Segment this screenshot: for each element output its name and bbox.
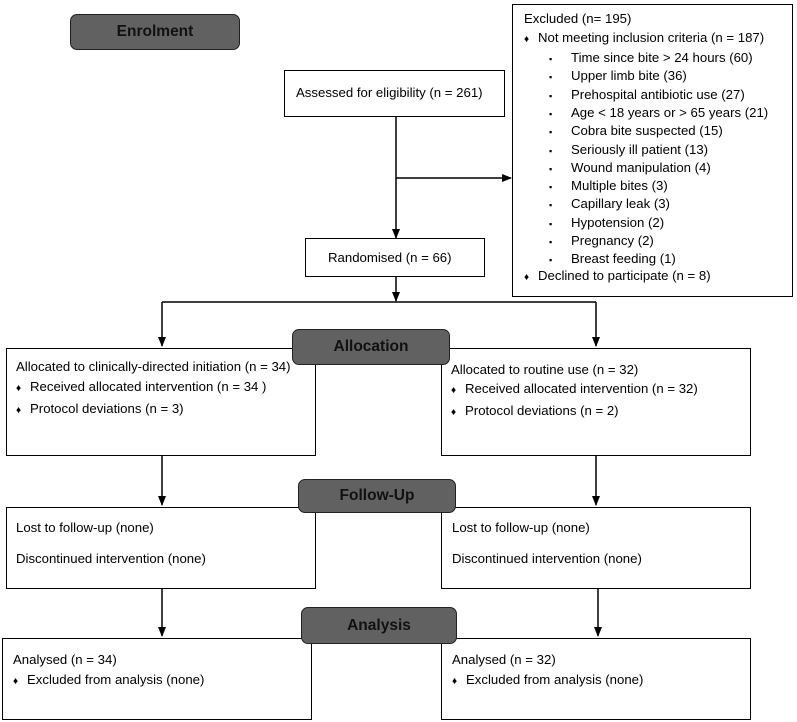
deviations-text: Protocol deviations (n = 3): [30, 401, 184, 416]
exclusion-reason-item: ▪ Seriously ill patient (13): [549, 141, 708, 159]
followup-right-discontinued: Discontinued intervention (none): [452, 551, 642, 566]
square-bullet-icon: ▪: [549, 237, 553, 247]
exclusion-reason-item: ▪ Time since bite > 24 hours (60): [549, 49, 753, 67]
not-meeting-criteria: ♦ Not meeting inclusion criteria (n = 187…: [524, 29, 764, 47]
followup-right-lost: Lost to follow-up (none): [452, 520, 590, 535]
not-meeting-text: Not meeting inclusion criteria (n = 187): [538, 30, 765, 45]
assessed-box: Assessed for eligibility (n = 261): [284, 70, 505, 117]
exclusion-reason-text: Seriously ill patient (13): [571, 141, 709, 157]
declined: ♦ Declined to participate (n = 8): [524, 267, 711, 285]
allocation-right-title: Allocated to routine use (n = 32): [451, 362, 639, 377]
excluded-title: Excluded (n= 195): [524, 11, 632, 26]
square-bullet-icon: ▪: [549, 145, 553, 156]
diamond-bullet-icon: ♦: [13, 676, 19, 687]
diamond-bullet-icon: ♦: [16, 383, 22, 394]
square-bullet-icon: ▪: [549, 127, 553, 138]
randomised-text: Randomised (n = 66): [328, 250, 452, 265]
square-bullet-icon: ▪: [549, 72, 553, 83]
assessed-text: Assessed for eligibility (n = 261): [296, 85, 483, 100]
exclusion-reason-item: ▪ Multiple bites (3): [549, 177, 668, 195]
square-bullet-icon: ▪: [549, 255, 553, 266]
analysis-right-analysed: Analysed (n = 32): [452, 652, 556, 667]
diamond-bullet-icon: ♦: [451, 385, 457, 396]
exclusion-reason-item: ▪ Breast feeding (1): [549, 250, 676, 268]
exclusion-reason-item: ▪ Pregnancy (2): [549, 232, 654, 250]
square-bullet-icon: ▪: [549, 218, 553, 229]
exclusion-reason-text: Capillary leak (3): [571, 196, 670, 212]
allocation-right-received: ♦ Received allocated intervention (n = 32…: [451, 380, 698, 398]
analysis-right-excluded: ♦ Excluded from analysis (none): [452, 671, 643, 689]
analysis-left-analysed: Analysed (n = 34): [13, 652, 117, 667]
declined-text: Declined to participate (n = 8): [538, 268, 711, 283]
excluded-box: Excluded (n= 195) ♦ Not meeting inclusion…: [512, 4, 793, 297]
exclusion-reason-item: ▪ Age < 18 years or > 65 years (21): [549, 104, 768, 122]
diamond-bullet-icon: ♦: [524, 272, 530, 283]
allocation-right-box: Allocated to routine use (n = 32) ♦ Recei…: [441, 348, 751, 456]
allocation-left-received: ♦ Received allocated intervention (n = 34…: [16, 378, 266, 396]
followup-left-lost: Lost to follow-up (none): [16, 520, 154, 535]
exclusion-reason-text: Wound manipulation (4): [571, 159, 711, 175]
exclusion-reason-item: ▪ Cobra bite suspected (15): [549, 122, 723, 140]
stage-enrolment: Enrolment: [70, 14, 240, 50]
exclusion-reason-text: Cobra bite suspected (15): [571, 123, 723, 139]
exclusion-reason-item: ▪ Capillary leak (3): [549, 195, 670, 213]
allocation-left-deviations: ♦ Protocol deviations (n = 3): [16, 400, 184, 418]
followup-right-box: Lost to follow-up (none) Discontinued in…: [441, 507, 751, 589]
exclusion-reason-text: Breast feeding (1): [571, 251, 676, 267]
stage-followup: Follow-Up: [298, 479, 456, 513]
received-text: Received allocated intervention (n = 34 …: [30, 379, 267, 394]
exclusion-reason-item: ▪ Hypotension (2): [549, 214, 664, 232]
exclusion-reason-item: ▪ Wound manipulation (4): [549, 159, 711, 177]
analysis-left-excluded: ♦ Excluded from analysis (none): [13, 671, 204, 689]
exclusion-reason-text: Time since bite > 24 hours (60): [571, 50, 753, 65]
analysis-right-box: Analysed (n = 32) ♦ Excluded from analysi…: [441, 638, 751, 720]
exclusion-reason-text: Pregnancy (2): [571, 233, 654, 248]
exclusion-reason-item: ▪ Upper limb bite (36): [549, 67, 687, 85]
square-bullet-icon: ▪: [549, 54, 553, 64]
excluded-analysis-text: Excluded from analysis (none): [27, 672, 205, 687]
allocation-left-title: Allocated to clinically-directed initiat…: [16, 359, 291, 374]
randomised-box: Randomised (n = 66): [305, 238, 485, 277]
exclusion-reason-text: Upper limb bite (36): [571, 68, 687, 84]
stage-allocation: Allocation: [292, 329, 450, 365]
diamond-bullet-icon: ♦: [451, 407, 457, 418]
analysis-left-box: Analysed (n = 34) ♦ Excluded from analysi…: [2, 638, 312, 720]
square-bullet-icon: ▪: [549, 163, 553, 174]
received-text: Received allocated intervention (n = 32): [465, 381, 698, 396]
followup-left-discontinued: Discontinued intervention (none): [16, 551, 206, 566]
exclusion-reason-text: Age < 18 years or > 65 years (21): [571, 104, 769, 120]
stage-analysis: Analysis: [301, 607, 457, 644]
square-bullet-icon: ▪: [549, 108, 553, 119]
followup-left-box: Lost to follow-up (none) Discontinued in…: [6, 507, 316, 589]
allocation-right-deviations: ♦ Protocol deviations (n = 2): [451, 402, 619, 420]
exclusion-reason-text: Hypotension (2): [571, 214, 665, 230]
square-bullet-icon: ▪: [549, 200, 553, 211]
exclusion-reason-text: Prehospital antibiotic use (27): [571, 86, 745, 102]
exclusion-reason-item: ▪ Prehospital antibiotic use (27): [549, 86, 745, 104]
square-bullet-icon: ▪: [549, 90, 553, 101]
diamond-bullet-icon: ♦: [524, 34, 530, 45]
allocation-left-box: Allocated to clinically-directed initiat…: [6, 348, 316, 456]
square-bullet-icon: ▪: [549, 182, 553, 193]
diamond-bullet-icon: ♦: [16, 405, 22, 416]
deviations-text: Protocol deviations (n = 2): [465, 403, 619, 418]
exclusion-reason-text: Multiple bites (3): [571, 178, 668, 194]
excluded-analysis-text: Excluded from analysis (none): [466, 672, 644, 687]
diamond-bullet-icon: ♦: [452, 676, 458, 687]
